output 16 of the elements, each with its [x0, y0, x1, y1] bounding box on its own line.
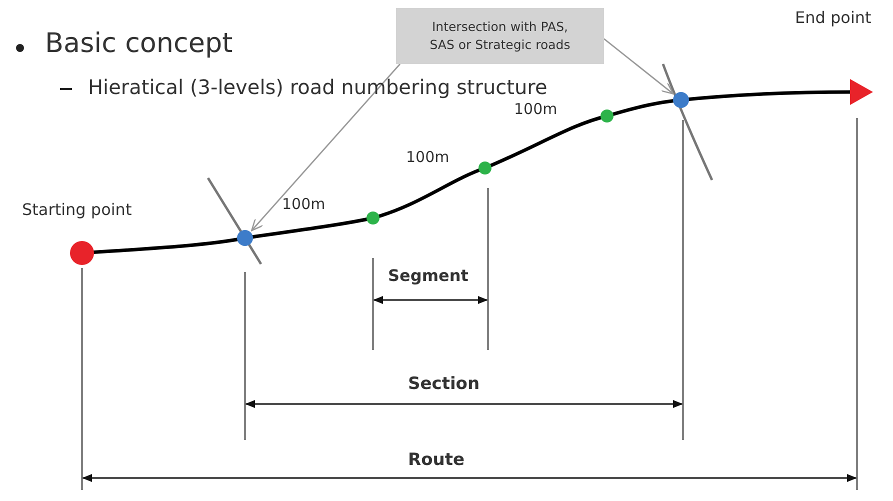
point-label: Starting point: [22, 200, 132, 219]
point-label: End point: [795, 8, 872, 27]
bullet-text: Basic concept: [45, 28, 233, 59]
leader-line: [251, 64, 401, 232]
distance-label: 100m: [514, 100, 558, 118]
dimension-label: Route: [408, 450, 465, 470]
sub-bullet-text: Hieratical (3-levels) road numbering structure: [88, 75, 548, 99]
distance-label: 100m: [406, 148, 450, 166]
callout-text: Intersection with PAS, SAS or Strategic roads: [428, 18, 572, 54]
intersection-dot: [237, 230, 253, 246]
dimension-label: Section: [408, 374, 480, 394]
leader-line: [604, 38, 674, 94]
distance-label: 100m: [282, 195, 326, 213]
callout-box: [396, 8, 604, 64]
dimension-label: Segment: [388, 266, 468, 285]
intersection-dot: [673, 92, 689, 108]
